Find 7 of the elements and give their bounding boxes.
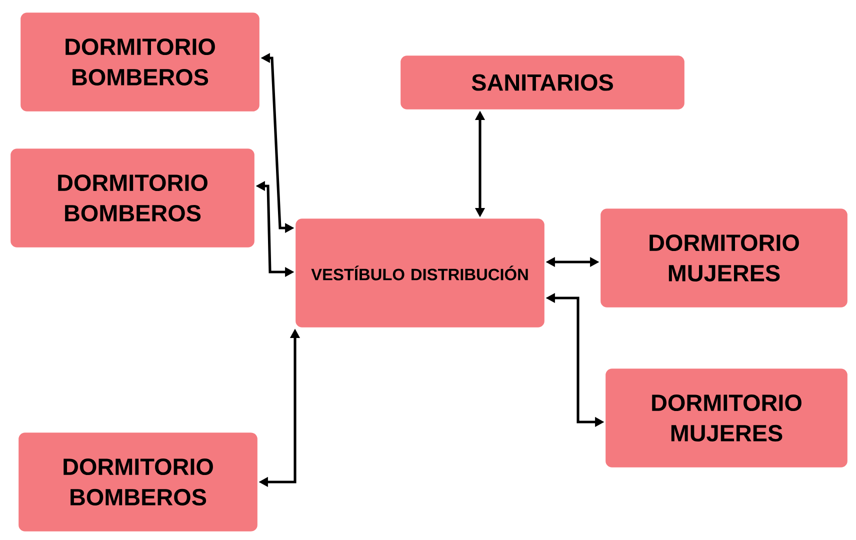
room-box: SANITARIOS: [399, 54, 686, 111]
room-box: DORMITORIO BOMBEROS: [9, 147, 256, 249]
room-box: DORMITORIO MUJERES: [599, 207, 849, 309]
room-box: DORMITORIO BOMBEROS: [19, 11, 261, 113]
room-box: VESTÍBULO DISTRIBUCIÓN: [294, 217, 546, 329]
room-box: DORMITORIO BOMBEROS: [17, 431, 259, 533]
room-box: DORMITORIO MUJERES: [604, 367, 849, 469]
